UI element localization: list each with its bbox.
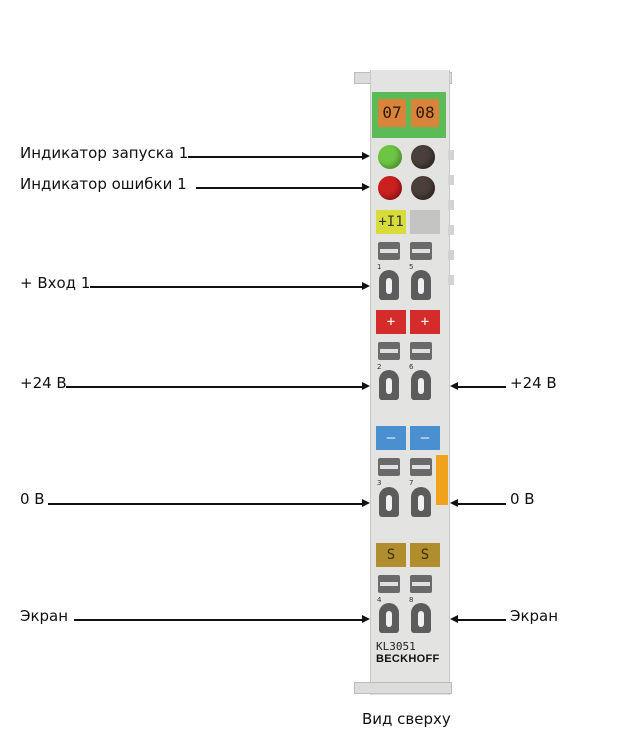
power-contact-strip — [436, 455, 448, 505]
plus-box-left: + — [376, 310, 406, 334]
contact-number-2: 2 — [377, 363, 382, 371]
spring-contact-1[interactable] — [379, 270, 399, 300]
model-number: KL3051 — [376, 640, 416, 653]
zero-left-leader — [48, 503, 364, 505]
shield-box-right: S — [410, 543, 440, 567]
contact-number-6: 6 — [409, 363, 414, 371]
shield-left-arrow — [362, 615, 370, 623]
plus-box-right: + — [410, 310, 440, 334]
shield-right-label: Экран — [510, 607, 559, 625]
shield-right-leader — [456, 619, 506, 621]
contact-number-5: 5 — [409, 263, 414, 271]
contact-slot-5 — [410, 242, 432, 260]
contact-number-7: 7 — [409, 479, 414, 487]
contact-number-1: 1 — [377, 263, 382, 271]
shield-left-label: Экран — [20, 607, 69, 625]
side-tab-2 — [448, 175, 454, 185]
input1-label: + Вход 1 — [20, 274, 91, 292]
contact-slot-2 — [378, 342, 400, 360]
plus24-left-arrow — [362, 382, 370, 390]
side-tab-1 — [448, 150, 454, 160]
shield-box-left: S — [376, 543, 406, 567]
side-tab-4 — [448, 225, 454, 235]
shield-left-leader — [74, 619, 364, 621]
contact-slot-7 — [410, 458, 432, 476]
input1-arrow — [362, 282, 370, 290]
contact-slot-4 — [378, 575, 400, 593]
plus24-right-arrow — [450, 382, 458, 390]
zero-right-label: 0 В — [510, 490, 535, 508]
run-led-icon — [378, 145, 402, 169]
side-tab-3 — [448, 200, 454, 210]
zero-left-arrow — [362, 499, 370, 507]
run-led-arrow — [362, 152, 370, 160]
channel-a-box: 07 — [378, 99, 406, 127]
spring-contact-2[interactable] — [379, 370, 399, 400]
input1-leader — [90, 286, 364, 288]
contact-number-4: 4 — [377, 596, 382, 604]
contact-slot-8 — [410, 575, 432, 593]
minus-box-right: – — [410, 426, 440, 450]
blank-tag-box — [410, 210, 440, 234]
plus24-right-label: +24 В — [510, 374, 557, 392]
side-tab-5 — [448, 250, 454, 260]
minus-box-left: – — [376, 426, 406, 450]
contact-slot-3 — [378, 458, 400, 476]
side-tab-6 — [448, 275, 454, 285]
contact-number-8: 8 — [409, 596, 414, 604]
contact-slot-6 — [410, 342, 432, 360]
zero-left-label: 0 В — [20, 490, 45, 508]
view-caption: Вид сверху — [362, 710, 451, 728]
spring-contact-3[interactable] — [379, 487, 399, 517]
error-led-arrow — [362, 183, 370, 191]
zero-right-leader — [456, 503, 506, 505]
contact-slot-1 — [378, 242, 400, 260]
plus24-right-leader — [456, 386, 506, 388]
spring-contact-5[interactable] — [411, 270, 431, 300]
run-led-off-icon — [411, 145, 435, 169]
spring-contact-8[interactable] — [411, 603, 431, 633]
plus24-left-leader — [66, 386, 364, 388]
shield-right-arrow — [450, 615, 458, 623]
run-led-label: Индикатор запуска 1 — [20, 144, 189, 162]
error-led-icon — [378, 176, 402, 200]
spring-contact-7[interactable] — [411, 487, 431, 517]
brand-logo: BECKHOFF — [376, 653, 440, 665]
zero-right-arrow — [450, 499, 458, 507]
error-led-leader — [196, 187, 364, 189]
run-led-leader — [188, 156, 364, 158]
channel-b-box: 08 — [411, 99, 439, 127]
spring-contact-4[interactable] — [379, 603, 399, 633]
plus24-left-label: +24 В — [20, 374, 67, 392]
bottom-mount-clip — [354, 682, 452, 694]
error-led-off-icon — [411, 176, 435, 200]
spring-contact-6[interactable] — [411, 370, 431, 400]
error-led-label: Индикатор ошибки 1 — [20, 175, 187, 193]
contact-number-3: 3 — [377, 479, 382, 487]
input-tag-box: +I1 — [376, 210, 406, 234]
